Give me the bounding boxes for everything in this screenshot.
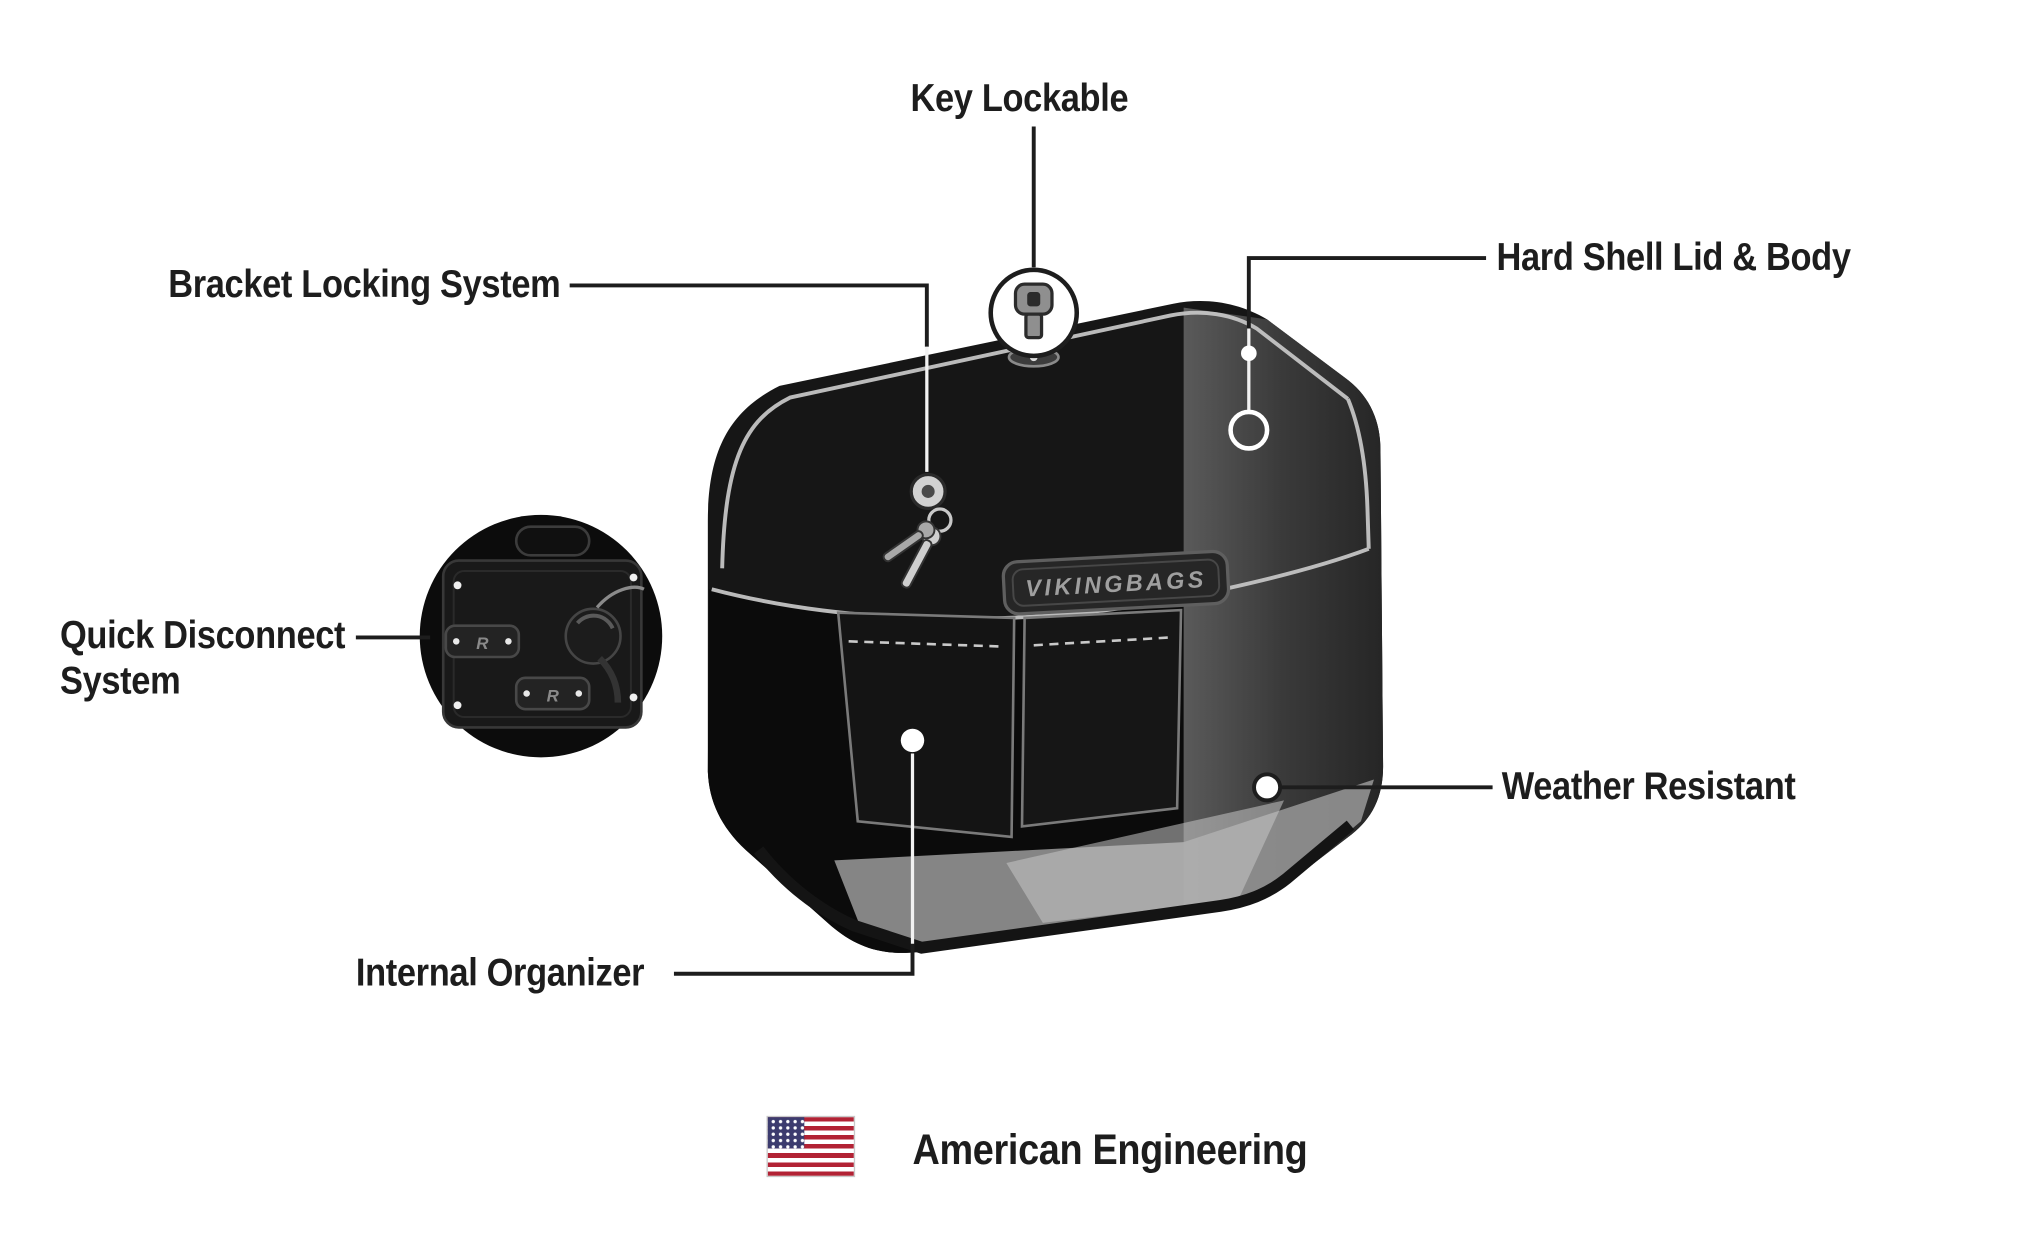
label-hard-shell-lid-body: Hard Shell Lid & Body (1496, 235, 1851, 279)
marker-hard-shell-ring (1228, 409, 1270, 451)
mount-tab (514, 525, 591, 557)
callout-line-internal-organizer (673, 943, 915, 976)
lock-barrel (909, 472, 947, 511)
internal-organizer-pockets (836, 608, 1183, 839)
mount-bracket-1: R (444, 624, 521, 659)
floor-highlight (1006, 800, 1285, 923)
pocket-left-stitch (848, 640, 1004, 648)
marker-hard-shell-dot (1240, 345, 1257, 362)
callout-line-bracket-locking (569, 283, 929, 347)
label-internal-organizer: Internal Organizer (355, 951, 645, 995)
marker-weather-resistant (1252, 772, 1283, 803)
callout-lines (355, 126, 1493, 976)
keys-icon (882, 507, 953, 589)
bracket-mark: R (547, 686, 560, 705)
release-cable (595, 585, 645, 609)
callout-markers (900, 328, 1283, 944)
bracket-mark: R (476, 634, 489, 653)
marker-internal-organizer (900, 728, 925, 753)
bottom-rim (754, 820, 1355, 954)
key-lockable-indicator (988, 267, 1080, 359)
label-bracket-locking-system: Bracket Locking System (168, 263, 561, 307)
us-flag-canton (767, 1117, 805, 1149)
us-flag-icon (766, 1115, 856, 1178)
label-american-engineering: American Engineering (912, 1124, 1308, 1174)
hard-shell-panel (1183, 307, 1384, 914)
key-icon (1013, 282, 1054, 340)
logo-plate: VIKINGBAGS (1001, 549, 1231, 616)
callout-line-hard-shell (1246, 256, 1487, 329)
label-quick-disconnect-system: Quick Disconnect System (59, 613, 346, 703)
label-key-lockable: Key Lockable (910, 76, 1129, 120)
quick-disconnect-detail: R R (419, 514, 663, 758)
label-weather-resistant: Weather Resistant (1501, 765, 1796, 809)
mount-bracket-2: R (514, 676, 591, 711)
cam-lock (564, 607, 622, 703)
pocket-right (1020, 608, 1183, 828)
pocket-right-stitch (1033, 636, 1171, 647)
pocket-left (836, 611, 1016, 839)
